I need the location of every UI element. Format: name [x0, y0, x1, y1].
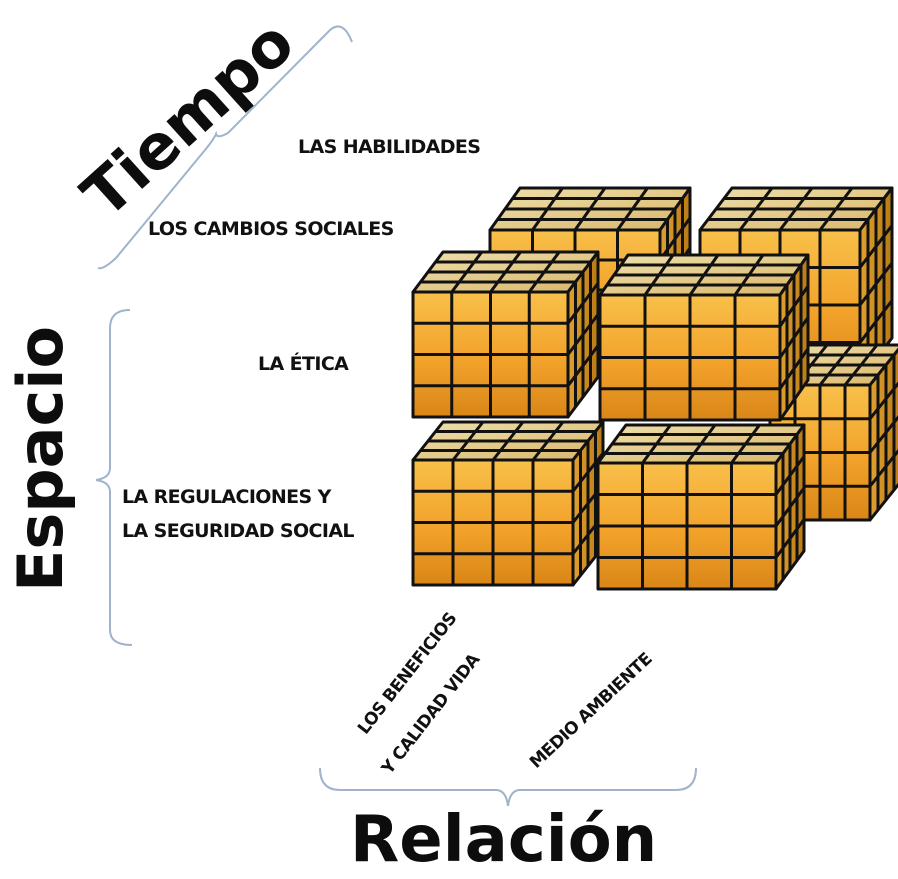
cube-grid-line — [733, 254, 765, 296]
cube-grid-line — [566, 344, 600, 387]
cube-grid-line — [774, 487, 806, 527]
label-ethics: LA ÉTICA — [258, 353, 349, 375]
time-brace — [97, 25, 353, 270]
cube-grid-line — [858, 262, 894, 306]
axis-title-space: Espacio — [4, 325, 77, 592]
cube-grid-line — [531, 421, 565, 461]
axis-title-relation: Relación — [350, 803, 658, 877]
cube-grid-line — [774, 518, 806, 559]
cube-grid-line — [778, 316, 810, 359]
relation-brace — [319, 767, 697, 807]
label-regulations-line1: LA REGULACIONES Y — [122, 486, 331, 508]
cube-grid-line — [843, 344, 879, 386]
label-skills: LAS HABILIDADES — [298, 136, 481, 158]
label-social-changes: LOS CAMBIOS SOCIALES — [148, 218, 394, 240]
cube-grid-line — [778, 347, 810, 390]
space-brace — [95, 309, 133, 646]
cube-grid-line — [730, 424, 761, 464]
cube-grid-line — [868, 415, 898, 454]
cube-grid-line — [818, 187, 854, 231]
cube-grid-line — [528, 251, 561, 293]
cube-grid-line — [566, 313, 600, 356]
cube-grid-line — [858, 299, 894, 344]
cube-grid-line — [616, 187, 649, 231]
cube-grid-line — [868, 448, 898, 488]
cube-group — [411, 186, 898, 591]
label-regulations-line2: LA SEGURIDAD SOCIAL — [122, 520, 355, 542]
